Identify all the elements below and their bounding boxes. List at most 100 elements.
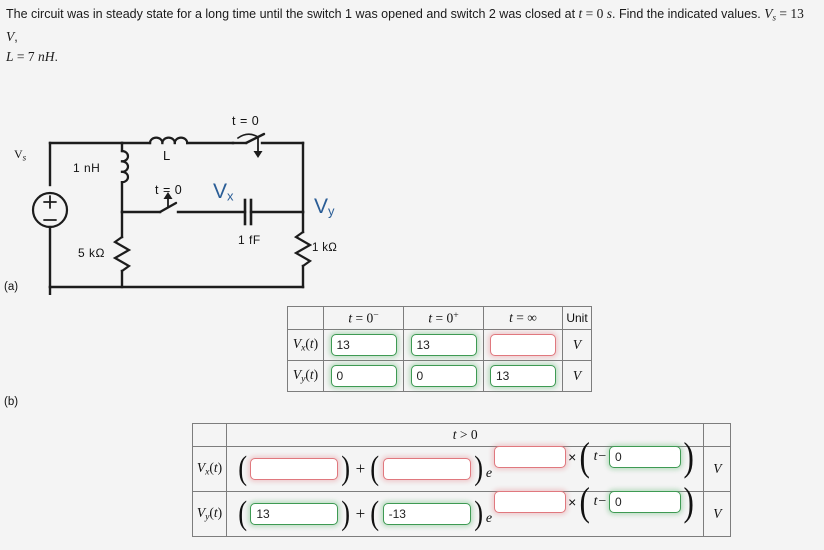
open-paren-1-vy: ( [238,495,248,533]
label-source: Vs [14,147,27,163]
open-paren-2-vx: ( [370,450,380,488]
table-a-cell-vx-0minus[interactable]: 13 [323,329,404,361]
close-paren-1-vx: ) [341,450,351,488]
problem-statement: The circuit was in steady state for a lo… [6,4,818,67]
label-resistor-1k: 1 kΩ [312,242,338,254]
input-vx-0minus[interactable]: 13 [330,334,397,356]
table-a-header-unit: Unit [562,306,592,330]
prompt-vs-value: = 13 [776,6,804,21]
table-a-cell-vy-0minus[interactable]: 0 [323,360,404,392]
e-symbol-vy: e [485,511,493,526]
e-symbol-vx: e [485,466,493,481]
label-vx: Vx [213,180,234,204]
label-inductor-1nh: 1 nH [73,161,101,175]
table-a-cell-vx-inf[interactable] [483,329,563,361]
prompt-var-vs-sub: s [772,12,776,23]
close-paren-3-vy: ) [683,479,694,524]
table-b-row-vy: Vy(t) ( 13 ) + ( -13 ) e × ( t− 0 ) [192,482,732,537]
table-b-header-unit-blank [703,423,732,447]
part-a-label: (a) [4,281,19,293]
table-transient-expressions: t > 0 Vx(t) ( ) + ( ) e × ( t− 0 [192,423,732,537]
switch1-arrow-head [253,151,263,158]
expr-vx: ( ) + ( ) e × ( t− 0 ) [231,437,699,489]
circuit-diagram: Vs 1 nH L 5 kΩ 1 kΩ 1 fF t = 0 t = 0 Vx … [0,55,360,295]
label-resistor-5k: 5 kΩ [78,246,105,260]
prompt-var-L: L [6,49,14,65]
switch1-blade [244,132,266,145]
table-initial-final-values: t = 0− t = 0+ t = ∞ Unit Vx((t)t) 13 13 … [287,306,592,392]
table-b-expression-vy: ( 13 ) + ( -13 ) e × ( t− 0 ) [225,482,705,537]
input-vx-rate[interactable] [494,446,567,468]
switch2-arrow-head [163,192,173,199]
resistor-5k-zigzag [112,235,132,273]
prompt-unit-s: s [606,6,613,21]
exponent-group-vy: × ( t− 0 ) [494,479,695,524]
input-vy-rate[interactable] [494,491,567,513]
open-paren-1-vx: ( [238,450,248,488]
label-switch1-time: t = 0 [232,114,260,128]
expr-vy: ( 13 ) + ( -13 ) e × ( t− 0 ) [231,482,699,534]
input-vy-0plus[interactable]: 0 [410,365,477,387]
table-b-row-vx: Vx(t) ( ) + ( ) e × ( t− 0 ) [192,437,732,492]
close-paren-2-vy: ) [473,495,483,533]
table-a-cell-vx-0plus[interactable]: 13 [403,329,484,361]
prompt-eq-zero: = 0 [582,6,607,21]
open-paren-3-vy: ( [579,479,591,524]
inductor-1nh-coils [120,149,130,184]
input-vy-inf[interactable]: 13 [490,365,556,387]
input-vx-shift[interactable]: 0 [608,446,681,468]
open-paren-2-vy: ( [370,495,380,533]
t-minus-vx: t− [593,449,607,464]
table-a-unit-vx: V [562,329,592,361]
input-vx-coefficient[interactable] [382,458,471,480]
table-a-corner-cell [287,306,324,330]
open-paren-3-vx: ( [579,434,591,479]
input-vy-constant[interactable]: 13 [250,503,339,525]
prompt-vs-unit: V [6,29,15,45]
table-a-row-vy: Vy(t) 0 0 13 V [287,360,592,392]
source-polarity [43,195,57,221]
label-capacitor-1ff: 1 fF [238,233,261,247]
input-vy-0minus[interactable]: 0 [330,365,397,387]
switch1-arc [236,133,260,140]
table-a-header-t0minus: t = 0− [323,306,404,330]
prompt-period: . [54,50,58,65]
close-paren-2-vx: ) [473,450,483,488]
table-a-unit-vy: V [562,360,592,392]
table-b-corner-cell [192,423,227,447]
plus-sign-vy: + [355,504,366,523]
table-b-expression-vx: ( ) + ( ) e × ( t− 0 ) [225,437,705,492]
times-symbol-vx: × [568,449,577,465]
close-paren-1-vy: ) [341,495,351,533]
input-vy-shift[interactable]: 0 [608,491,681,513]
label-inductor-L: L [163,148,171,163]
prompt-comma: , [14,30,18,45]
table-a-header-tinf: t = ∞ [483,306,563,330]
table-a-row-label-vx: Vx((t)t) [287,329,324,361]
table-b-unit-vy: V [703,491,732,537]
input-vx-inf[interactable] [490,334,556,356]
table-a-header-t0plus: t = 0+ [403,306,484,330]
table-b-row-label-vx: Vx(t) [192,446,227,492]
input-vy-coefficient[interactable]: -13 [382,503,471,525]
input-vx-0plus[interactable]: 13 [410,334,477,356]
table-a-cell-vy-inf[interactable]: 13 [483,360,563,392]
table-a-cell-vy-0plus[interactable]: 0 [403,360,484,392]
resistor-1k-zigzag [293,230,313,268]
inductor-L-coils [148,136,189,145]
table-a-row-vx: Vx((t)t) 13 13 V [287,329,592,361]
prompt-text-part1: The circuit was in steady state for a lo… [6,7,579,21]
t-minus-vy: t− [593,494,607,509]
label-vy: Vy [314,195,335,219]
exponent-group-vx: × ( t− 0 ) [494,434,695,479]
part-b-label: (b) [4,396,19,408]
close-paren-3-vx: ) [683,434,694,479]
prompt-var-t: t [578,6,583,21]
table-a-header-row: t = 0− t = 0+ t = ∞ Unit [287,306,592,330]
label-switch2-time: t = 0 [155,183,183,197]
input-vx-constant[interactable] [250,458,339,480]
prompt-text-part2: . Find the indicated values. [612,7,765,21]
prompt-L-value: = 7 [13,49,39,65]
table-b-unit-vx: V [703,446,732,492]
times-symbol-vy: × [568,494,577,510]
